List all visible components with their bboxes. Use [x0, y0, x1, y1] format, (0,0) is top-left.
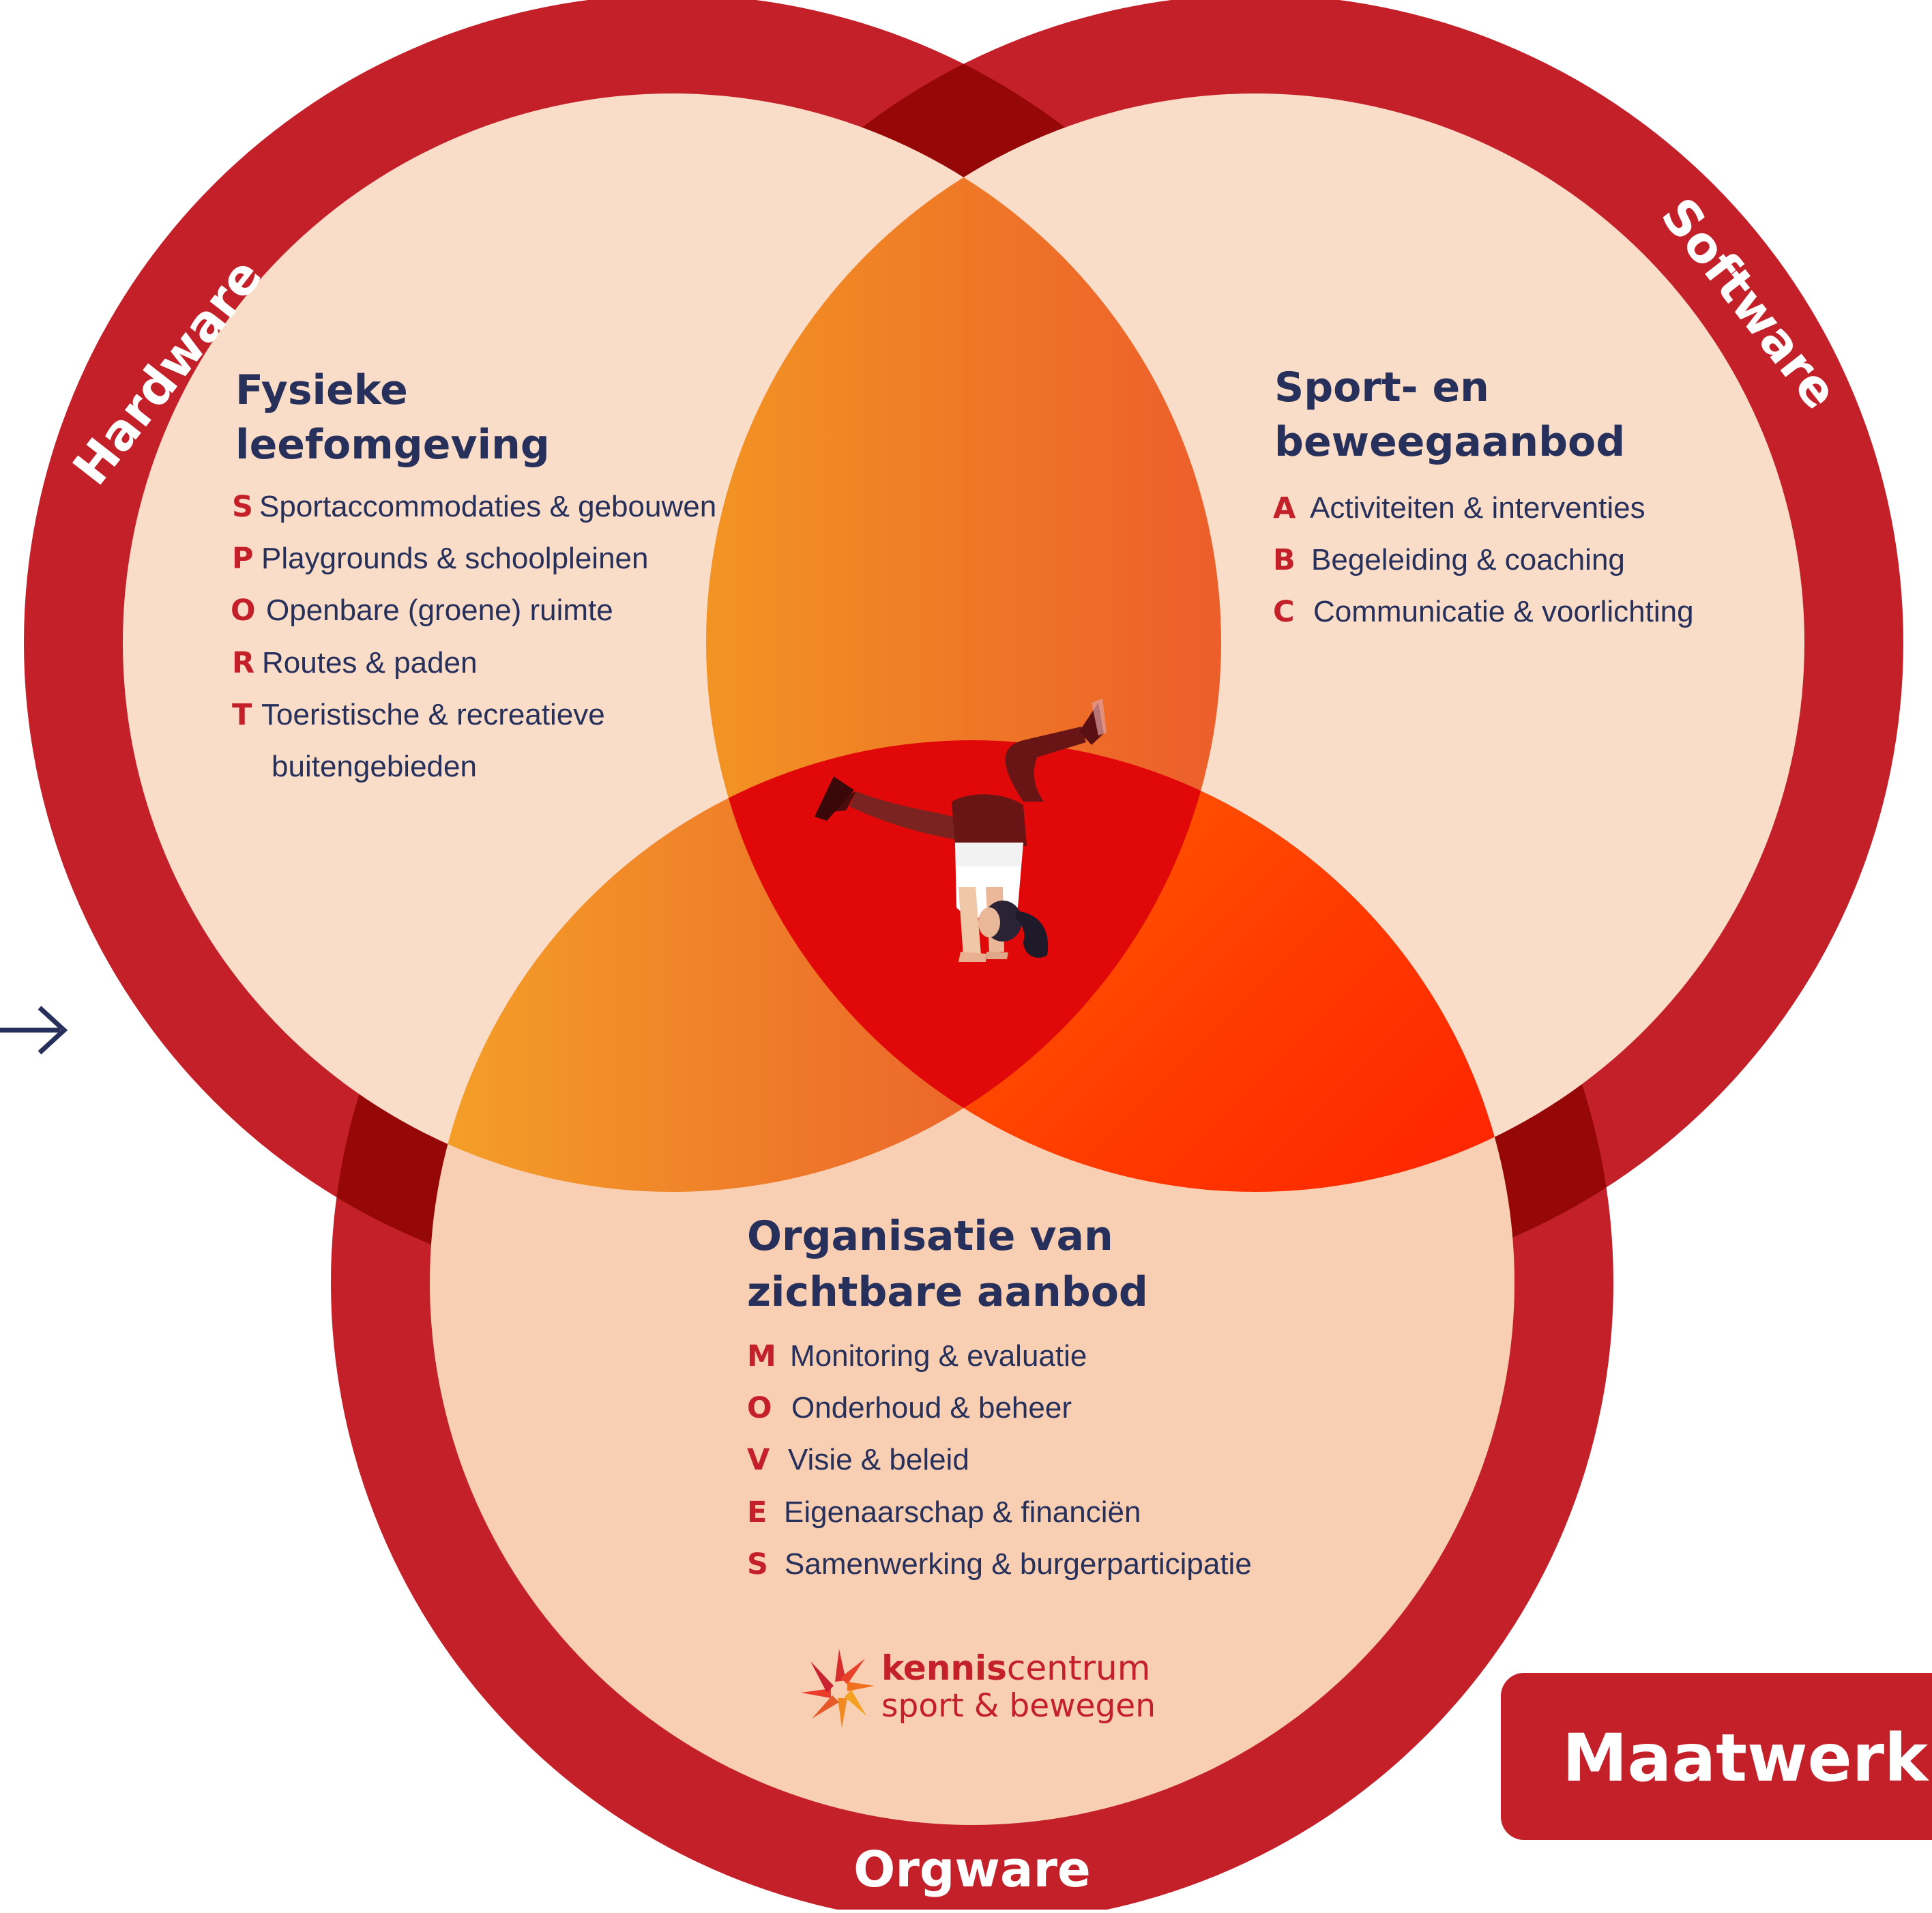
section-organisation-title-1: Organisatie van	[747, 1212, 1113, 1260]
logo-line1: kenniscentrum	[881, 1648, 1150, 1688]
section-organisation: Organisatie van zichtbare aanbod M Monit…	[747, 1212, 1252, 1581]
logo-line2: sport & bewegen	[881, 1687, 1156, 1725]
maatwerk-button-label[interactable]: Maatwerk	[1562, 1720, 1929, 1796]
kenniscentrum-star-icon	[801, 1649, 875, 1728]
list-item-text: Onderhoud & beheer	[791, 1391, 1072, 1425]
list-item-letter: S	[747, 1547, 768, 1581]
ring-label-orgware: Orgware	[853, 1841, 1091, 1898]
lens-right	[706, 740, 1514, 1192]
list-item-letter: A	[1273, 491, 1296, 525]
section-physical: Fysieke leefomgeving S Sportaccommodatie…	[231, 366, 716, 783]
section-organisation-title-2: zichtbare aanbod	[747, 1268, 1148, 1316]
list-item-text: Samenwerking & burgerparticipatie	[785, 1547, 1252, 1581]
maatwerk-button[interactable]: Maatwerk	[1501, 1673, 1932, 1840]
list-item-text: Visie & beleid	[788, 1443, 969, 1476]
section-offer: Sport- en beweegaanbod A Activiteiten & …	[1273, 364, 1694, 629]
list-item-text: Sportaccommodaties & gebouwen	[259, 490, 716, 523]
list-item-text: Routes & paden	[262, 646, 478, 680]
list-item-letter: S	[232, 490, 253, 524]
list-item-text: Playgrounds & schoolpleinen	[261, 542, 649, 575]
arrow-right-icon[interactable]	[0, 1006, 68, 1055]
list-item-letter: B	[1273, 543, 1296, 577]
maatwerk-button-bg[interactable]	[1501, 1673, 1932, 1840]
list-item-letter: V	[747, 1443, 770, 1477]
lens-left	[430, 740, 1221, 1192]
list-item-continuation: buitengebieden	[272, 750, 477, 783]
list-item-letter: E	[747, 1495, 767, 1530]
list-item-letter: C	[1273, 595, 1295, 629]
list-item-text: Begeleiding & coaching	[1311, 543, 1625, 576]
list-item-letter: O	[747, 1391, 772, 1425]
list-item-text: Monitoring & evaluatie	[790, 1339, 1087, 1373]
list-item-letter: T	[232, 698, 252, 732]
list-item-letter: R	[232, 646, 254, 680]
list-item-text: Openbare (groene) ruimte	[266, 594, 613, 627]
list-item-text: Toeristische & recreatieve	[261, 698, 605, 731]
list-item-text: Communicatie & voorlichting	[1313, 595, 1694, 628]
kenniscentrum-logo: kenniscentrum sport & bewegen	[801, 1648, 1156, 1728]
section-offer-title-1: Sport- en	[1274, 364, 1489, 411]
list-item-letter: O	[231, 594, 256, 628]
list-item-text: Eigenaarschap & financiën	[784, 1495, 1141, 1529]
section-offer-title-2: beweegaanbod	[1274, 418, 1625, 466]
section-physical-title-1: Fysieke	[235, 366, 408, 414]
list-item-text: Activiteiten & interventies	[1310, 491, 1645, 525]
section-physical-title-2: leefomgeving	[235, 421, 550, 469]
list-item-letter: M	[747, 1339, 776, 1373]
handstand-figure-icon	[815, 699, 1107, 962]
list-item-letter: P	[232, 542, 254, 576]
